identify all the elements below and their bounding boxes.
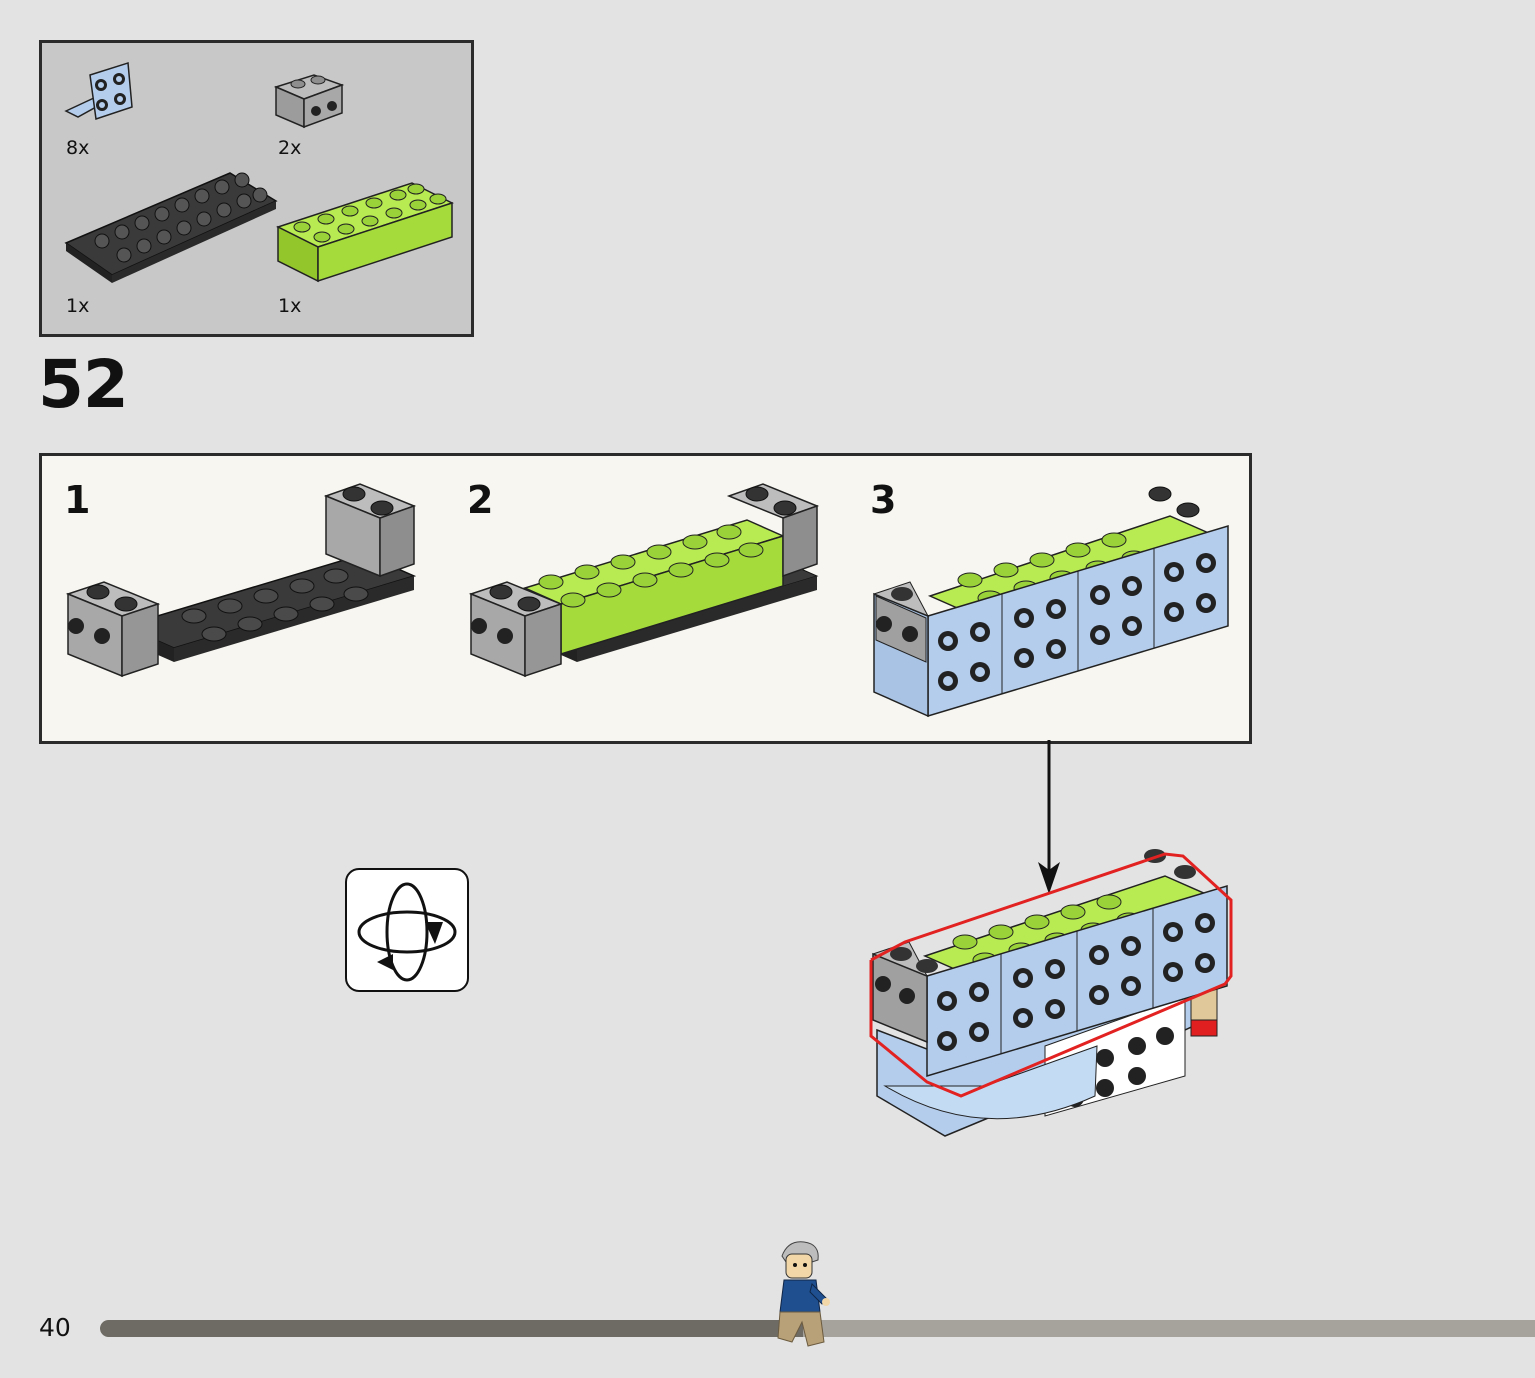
substep-number: 2 xyxy=(467,478,494,522)
minifigure-icon xyxy=(777,1241,830,1347)
gray-brick-icon xyxy=(274,74,345,129)
substep-number: 1 xyxy=(64,478,91,522)
black-technic-plate-icon xyxy=(64,172,278,283)
substep-number: 3 xyxy=(870,478,897,522)
progress-fill xyxy=(100,1320,804,1337)
part-quantity: 8x xyxy=(66,137,90,159)
part-quantity: 1x xyxy=(278,295,302,317)
page-number: 40 xyxy=(39,1313,71,1342)
substep-3-illustration xyxy=(873,486,1229,718)
part-quantity: 1x xyxy=(66,295,90,317)
down-arrow-icon xyxy=(1038,740,1060,894)
light-blue-bracket-icon xyxy=(64,62,133,120)
parts-list: 8x 2x 1x 1x xyxy=(39,40,474,337)
step-number: 52 xyxy=(38,346,129,423)
part-quantity: 2x xyxy=(278,137,302,159)
substep-panel: 1 2 3 xyxy=(39,453,1252,744)
substep-1-illustration xyxy=(65,483,417,678)
rotate-model-icon xyxy=(345,868,469,992)
substep-2-illustration xyxy=(468,483,820,678)
model-assembly-illustration xyxy=(869,849,1233,1137)
lime-brick-icon xyxy=(276,182,454,283)
